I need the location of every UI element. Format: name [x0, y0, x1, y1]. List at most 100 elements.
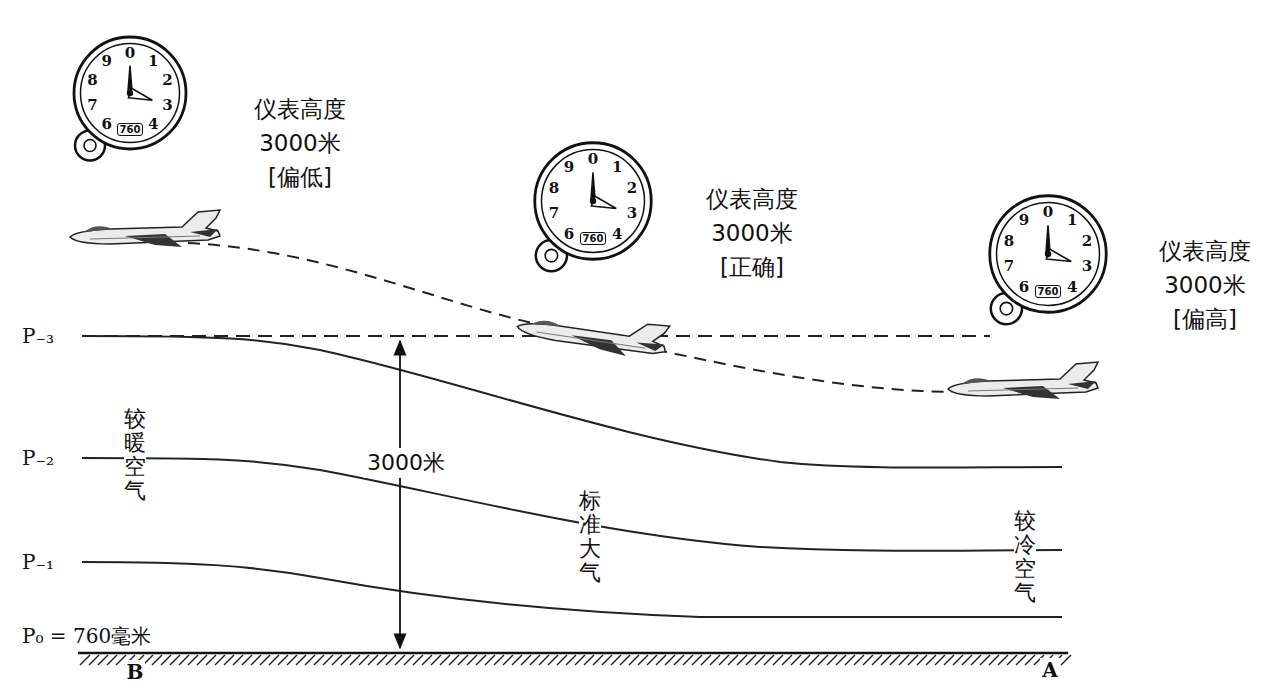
hatch-stroke	[287, 655, 297, 665]
hatch-stroke	[197, 655, 207, 665]
aircraft-wing	[1003, 386, 1060, 399]
hatch-stroke	[881, 655, 891, 665]
hatch-stroke	[170, 655, 180, 665]
hatch-stroke	[737, 655, 747, 665]
hatch-stroke	[863, 655, 873, 665]
altitude-reading: 仪表高度 3000米 [正确]	[698, 182, 806, 284]
hatch-stroke	[566, 655, 576, 665]
hatch-stroke	[332, 655, 342, 665]
hatch-stroke	[647, 655, 657, 665]
hatch-stroke	[377, 655, 387, 665]
hatch-stroke	[350, 655, 360, 665]
altimeter-knob	[84, 140, 96, 152]
hatch-stroke	[971, 655, 981, 665]
dial-number: 9	[1019, 213, 1029, 228]
dial-window-value: 760	[580, 232, 607, 245]
pressure-level-label: P₋₂	[22, 446, 54, 470]
hatch-stroke	[341, 655, 351, 665]
dial-number: 0	[588, 152, 598, 167]
hatch-stroke	[809, 655, 819, 665]
dial-number: 6	[1019, 280, 1029, 295]
dial-number: 0	[1043, 205, 1053, 220]
point-label: B	[125, 660, 146, 684]
dial-number: 7	[1004, 259, 1014, 274]
altimeter	[535, 143, 651, 271]
hatch-stroke	[215, 655, 225, 665]
dial-number: 8	[1004, 234, 1014, 249]
hatch-stroke	[467, 655, 477, 665]
hatch-stroke	[359, 655, 369, 665]
hatch-stroke	[701, 655, 711, 665]
hatch-stroke	[728, 655, 738, 665]
hatch-stroke	[386, 655, 396, 665]
dimension-arrow	[399, 341, 401, 648]
aircraft-wing	[125, 234, 182, 247]
dial-number: 6	[564, 227, 574, 242]
dial-number: 1	[612, 160, 622, 175]
dial-number: 9	[564, 160, 574, 175]
hatch-stroke	[638, 655, 648, 665]
hatch-stroke	[152, 655, 162, 665]
hatch-stroke	[242, 655, 252, 665]
altimeter-case	[535, 143, 651, 259]
hatch-stroke	[269, 655, 279, 665]
hatch-stroke	[998, 655, 1008, 665]
dial-number: 7	[549, 206, 559, 221]
hatch-stroke	[575, 655, 585, 665]
ground-hatching	[80, 655, 1071, 665]
altimeter-group	[74, 37, 1106, 324]
altimeter-face	[997, 203, 1100, 306]
hatch-stroke	[602, 655, 612, 665]
hatch-stroke	[953, 655, 963, 665]
dial-window-value: 760	[1035, 285, 1062, 298]
aircraft	[948, 362, 1098, 399]
aircraft-shading	[537, 329, 646, 351]
hatch-stroke	[854, 655, 864, 665]
air-mass-label: 较冷空气	[1014, 509, 1036, 606]
hatch-stroke	[1016, 655, 1026, 665]
hatch-stroke	[917, 655, 927, 665]
dial-number: 3	[627, 206, 637, 221]
ground-line	[78, 652, 1068, 655]
hatch-stroke	[161, 655, 171, 665]
hatch-stroke	[413, 655, 423, 665]
hatch-stroke	[872, 655, 882, 665]
hatch-stroke	[755, 655, 765, 665]
aircraft-shading	[90, 236, 200, 239]
hatch-stroke	[1007, 655, 1017, 665]
hatch-stroke	[179, 655, 189, 665]
hatch-stroke	[530, 655, 540, 665]
point-label: A	[1040, 658, 1060, 682]
isobar-line	[82, 458, 1062, 551]
hatch-stroke	[503, 655, 513, 665]
hatch-stroke	[845, 655, 855, 665]
dial-number: 3	[1082, 259, 1092, 274]
dial-number: 7	[87, 98, 97, 113]
altimeter	[990, 196, 1106, 324]
hatch-stroke	[584, 655, 594, 665]
altimeter-face	[542, 150, 645, 253]
dial-number: 3	[162, 98, 172, 113]
hatch-stroke	[557, 655, 567, 665]
hatch-stroke	[674, 655, 684, 665]
hatch-stroke	[206, 655, 216, 665]
dimension-label: 3000米	[364, 448, 448, 478]
air-mass-label: 较暖空气	[124, 407, 146, 504]
dial-number: 2	[627, 181, 637, 196]
hatch-stroke	[449, 655, 459, 665]
hatch-stroke	[962, 655, 972, 665]
hatch-stroke	[260, 655, 270, 665]
hatch-stroke	[782, 655, 792, 665]
hatch-stroke	[107, 655, 117, 665]
hatch-stroke	[935, 655, 945, 665]
dial-window-value: 760	[117, 123, 144, 136]
hatch-stroke	[431, 655, 441, 665]
hatch-stroke	[818, 655, 828, 665]
altimeter	[74, 37, 186, 161]
hatch-stroke	[458, 655, 468, 665]
hatch-stroke	[764, 655, 774, 665]
aircraft	[516, 300, 670, 362]
pressure-level-label: P₋₃	[22, 324, 54, 348]
hatch-stroke	[683, 655, 693, 665]
